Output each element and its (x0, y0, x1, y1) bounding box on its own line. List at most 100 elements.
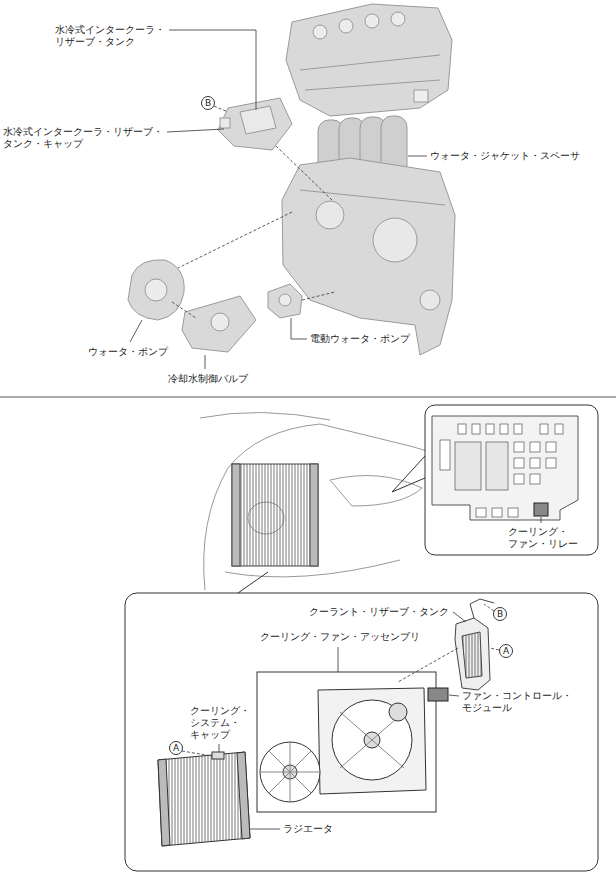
fuse-box (514, 424, 522, 434)
fuse-box (555, 424, 563, 434)
part-label: 水冷式インタークーラ・ リザーブ・タンク (55, 24, 166, 48)
fan-control-module (428, 688, 448, 701)
electric-water-pump (268, 284, 302, 318)
engine-block (300, 190, 445, 205)
fuse-box (425, 405, 598, 555)
engine-block (316, 201, 344, 229)
fuse-box (530, 474, 540, 484)
callout-pointer (238, 572, 268, 593)
coolant-control-valve (211, 313, 229, 331)
part-label: ウォータ・ジャケット・スペーサ (430, 150, 581, 162)
coolant-control-valve (182, 296, 256, 352)
fuse-box (432, 416, 578, 520)
dashed-line (182, 751, 212, 756)
car-outline (330, 476, 422, 507)
fuse-box (425, 405, 598, 555)
radiator-in-car (232, 464, 318, 566)
radiator-in-car (232, 464, 240, 566)
cylinder-head (305, 80, 440, 90)
intercooler-reserve-tank (240, 106, 276, 134)
part-label: 電動ウォータ・ポンプ (310, 333, 411, 345)
reference-letter: A (170, 742, 182, 754)
divider-line (0, 397, 616, 398)
fuse-box (530, 458, 540, 468)
cooling-fan-assembly (389, 703, 407, 721)
cooling-fan-assembly (332, 700, 412, 780)
leader-line (219, 744, 220, 752)
leader-line (449, 695, 459, 696)
leader-line (541, 517, 542, 523)
intercooler-reserve-tank (218, 98, 292, 150)
radiator (158, 759, 170, 846)
leader-line (205, 355, 206, 369)
dashed-line (302, 292, 335, 300)
part-label: 冷却水制御バルブ (168, 373, 249, 385)
radiator (158, 752, 250, 846)
part-label: クーリング・ ファン・リレー (508, 526, 579, 550)
fuse-box (546, 458, 556, 468)
dashed-line (182, 604, 499, 756)
radiator-in-car (232, 464, 318, 566)
fuse-box (440, 424, 563, 517)
cylinder-head (313, 25, 327, 39)
cooling-fan-assembly (257, 672, 436, 812)
reference-circle: A (169, 741, 183, 755)
cylinder-head (300, 55, 440, 70)
water-pump (128, 260, 184, 320)
cooling-fan-assembly (257, 672, 436, 812)
electric-water-pump (268, 284, 302, 318)
dashed-line (398, 648, 458, 682)
leader-line (338, 647, 339, 672)
part-label: 水冷式インタークーラ・リザーブ・ タンク・キャップ (3, 126, 164, 150)
reference-circle: B (201, 96, 215, 110)
fuse-box (530, 442, 540, 452)
cylinder-head (414, 90, 428, 102)
fuse-box (546, 442, 556, 452)
cylinder-head (391, 12, 405, 26)
reference-letter: A (500, 645, 512, 657)
water-pump (128, 260, 184, 320)
coolant-reserve-tank (455, 599, 494, 690)
dashed-line (172, 106, 335, 318)
coolant-reserve-tank (470, 599, 494, 618)
radiator (212, 752, 224, 759)
fuse-box (514, 442, 524, 452)
leader-line (291, 318, 307, 339)
intercooler-reserve-tank (220, 118, 230, 128)
fuse-box (534, 503, 548, 516)
coolant-reserve-tank (462, 632, 482, 678)
intercooler-reserve-tank (218, 98, 292, 150)
reference-letter: B (202, 97, 214, 109)
part-label: クーリング・ファン・アッセンブリ (260, 631, 421, 643)
fuse-box (492, 508, 502, 517)
leader-line (453, 612, 466, 622)
fuse-box (440, 440, 450, 470)
dashed-line (172, 302, 196, 318)
detail-panel (125, 593, 598, 871)
radiator (158, 752, 250, 846)
part-label: ラジエータ (283, 823, 334, 835)
fuse-box (514, 458, 524, 468)
dashed-line (214, 106, 228, 112)
coolant-reserve-tank (455, 618, 490, 690)
cooling-fan-assembly (318, 688, 426, 794)
cylinder-head (339, 19, 353, 33)
reference-letter: B (494, 608, 506, 620)
leader-line (408, 156, 427, 157)
dashed-line (484, 604, 494, 611)
fuse-box (486, 424, 494, 434)
car-outline (200, 412, 330, 420)
dashed-line (178, 212, 292, 268)
fuse-box (458, 424, 466, 434)
water-pump (145, 279, 167, 301)
part-label: ウォータ・ポンプ (88, 346, 169, 358)
fuse-box (508, 508, 518, 517)
engine-block (282, 158, 455, 355)
leader-line (250, 829, 280, 830)
callout-pointer (392, 456, 425, 492)
part-label: クーリング・ システム・ キャップ (190, 705, 251, 741)
part-label: ファン・コントロール・ モジュール (462, 690, 573, 714)
coolant-control-valve (182, 296, 256, 352)
fuse-box (476, 508, 486, 517)
